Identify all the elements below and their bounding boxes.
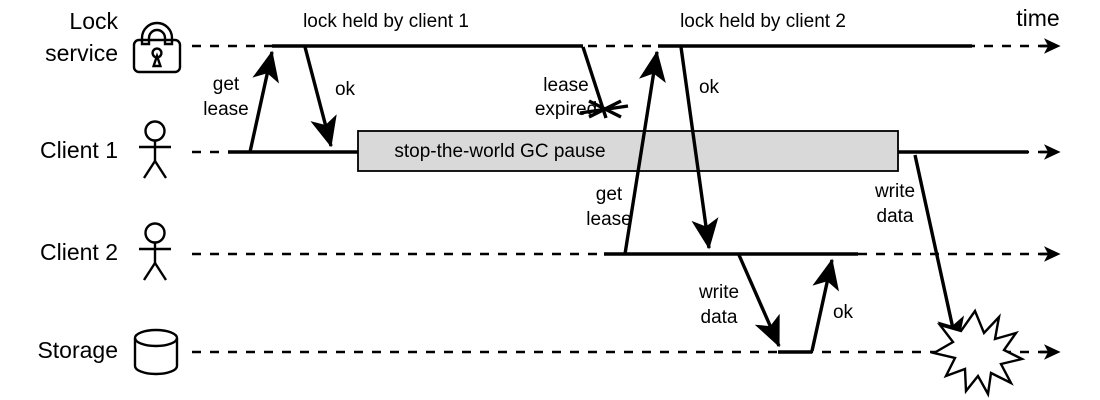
lane-label-lock-service-line2: service bbox=[45, 40, 118, 66]
message-label-lease-expired-line2: expired bbox=[535, 99, 597, 120]
message-label-ok-3: ok bbox=[833, 302, 854, 323]
span-label-lock-held-client-2: lock held by client 2 bbox=[680, 11, 846, 32]
message-arrow-ok-2 bbox=[679, 46, 719, 250]
time-axis-label: time bbox=[1016, 5, 1059, 31]
lane-label-storage: Storage bbox=[37, 337, 118, 363]
message-arrow-ok-1 bbox=[303, 46, 337, 148]
gc-pause-box-label: stop-the-world GC pause bbox=[394, 141, 605, 162]
span-label-lock-held-client-1: lock held by client 1 bbox=[303, 11, 469, 32]
stick-figure-icon-client-1 bbox=[139, 120, 171, 179]
message-label-write-data-client-1-line1: write bbox=[874, 181, 915, 202]
message-label-get-lease-2-line1: get bbox=[596, 184, 623, 205]
message-label-get-lease-1-line2: lease bbox=[203, 99, 248, 120]
lane-label-client-2: Client 2 bbox=[40, 239, 118, 265]
lane-label-client-1: Client 1 bbox=[40, 137, 118, 163]
message-arrow-get-lease-2 bbox=[623, 50, 666, 255]
message-label-write-data-client-2-line2: data bbox=[701, 307, 738, 328]
message-label-lease-expired-line1: lease bbox=[543, 75, 588, 96]
message-arrow-get-lease-1 bbox=[248, 50, 279, 153]
gc-pause-box: stop-the-world GC pause bbox=[357, 130, 899, 172]
lane-label-lock-service: Lock service bbox=[45, 8, 118, 66]
message-label-write-data-client-2-line1: write bbox=[698, 282, 739, 303]
lease-expired-blocked-x-icon bbox=[579, 99, 629, 119]
padlock-icon bbox=[132, 21, 182, 74]
message-label-get-lease-2-line2: lease bbox=[586, 209, 631, 230]
message-arrow-ok-3 bbox=[810, 258, 840, 352]
database-cylinder-icon bbox=[133, 328, 179, 376]
message-label-write-data-client-1-line2: data bbox=[877, 206, 914, 227]
message-label-ok-2: ok bbox=[699, 77, 720, 98]
conflict-burst-icon bbox=[930, 308, 1026, 398]
lane-label-lock-service-line1: Lock bbox=[69, 8, 118, 34]
message-arrow-write-data-client-1 bbox=[913, 154, 965, 349]
message-label-ok-1: ok bbox=[335, 79, 356, 100]
message-label-get-lease-1-line1: get bbox=[213, 74, 240, 95]
message-arrow-write-data-client-2 bbox=[737, 254, 781, 348]
stick-figure-icon-client-2 bbox=[139, 222, 171, 281]
